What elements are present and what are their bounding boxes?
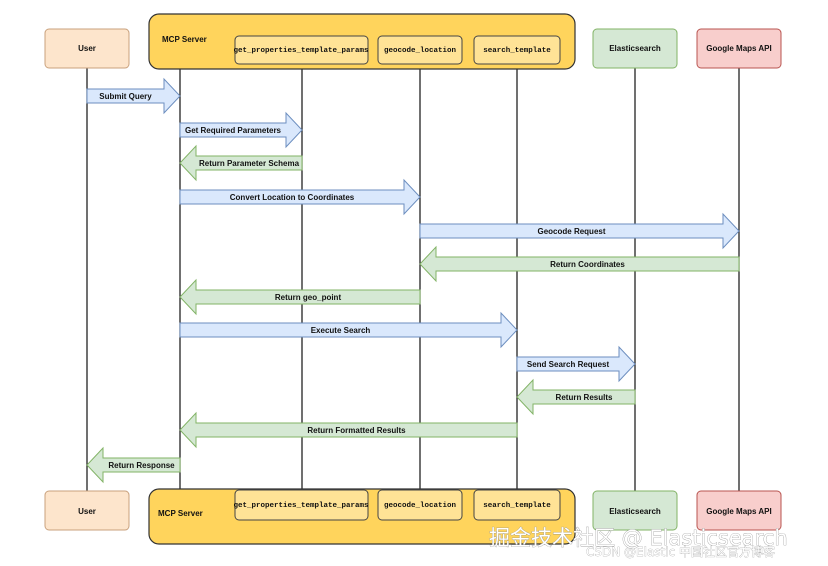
elasticsearch-box-top: [592, 28, 678, 69]
message-7: Return geo_point: [179, 278, 421, 316]
get-params-label-bottom: get_properties_template_params: [233, 502, 369, 510]
get-params-box-top: [234, 35, 369, 65]
watermark-sub: CSDN @Elastic 中国社区官方博客: [586, 544, 775, 559]
response-arrow: [86, 446, 181, 484]
geocode-box-bottom: [377, 489, 463, 521]
search-box-top: [473, 35, 561, 65]
message-label: Return Coordinates: [550, 260, 625, 269]
request-arrow: [86, 77, 181, 115]
google-maps-label-top: Google Maps API: [706, 44, 772, 53]
geocode-label-bottom: geocode_location: [384, 502, 457, 510]
participants-bottom: User MCP Server get_properties_template_…: [44, 488, 782, 545]
participants-top: User MCP Server get_properties_template_…: [44, 13, 782, 70]
google-maps-box-bottom: [696, 490, 782, 531]
message-10: Return Results: [516, 378, 636, 416]
mcp-server-label-bottom: MCP Server: [158, 509, 203, 518]
google-maps-label-bottom: Google Maps API: [706, 507, 772, 516]
lifelines: [86, 68, 740, 491]
message-label: Submit Query: [99, 92, 152, 101]
elasticsearch-label-bottom: Elasticsearch: [609, 507, 661, 516]
message-label: Send Search Request: [527, 360, 610, 369]
user-label-top: User: [78, 44, 96, 53]
message-12: Return Response: [86, 446, 181, 484]
request-arrow: [179, 311, 518, 349]
message-3: Return Parameter Schema: [179, 144, 303, 182]
user-label-bottom: User: [78, 507, 96, 516]
user-box-bottom: [44, 490, 130, 531]
message-2: Get Required Parameters: [179, 111, 303, 149]
message-label: Get Required Parameters: [185, 126, 282, 135]
response-arrow: [179, 278, 421, 316]
watermark: 掘金技术社区 @ Elasticsearch CSDN @Elastic 中国社…: [489, 526, 788, 560]
user-box-top: [44, 28, 130, 69]
message-label: Return Formatted Results: [307, 426, 406, 435]
watermark-main: 掘金技术社区 @ Elasticsearch: [489, 526, 788, 550]
response-arrow: [516, 378, 636, 416]
message-label: Convert Location to Coordinates: [230, 193, 355, 202]
request-arrow: [179, 178, 421, 216]
message-5: Geocode Request: [419, 212, 740, 250]
request-arrow: [179, 111, 303, 149]
message-label: Geocode Request: [537, 227, 605, 236]
search-box-bottom: [473, 489, 561, 521]
message-label: Return Parameter Schema: [199, 159, 300, 168]
search-label-top: search_template: [483, 47, 551, 55]
request-arrow: [419, 212, 740, 250]
message-11: Return Formatted Results: [179, 411, 518, 449]
request-arrow: [516, 345, 636, 383]
message-6: Return Coordinates: [419, 245, 740, 283]
response-arrow: [179, 144, 303, 182]
message-label: Return geo_point: [275, 293, 342, 302]
get-params-box-bottom: [234, 489, 369, 521]
message-9: Send Search Request: [516, 345, 636, 383]
message-label: Return Response: [108, 461, 175, 470]
message-1: Submit Query: [86, 77, 181, 115]
google-maps-box-top: [696, 28, 782, 69]
message-label: Return Results: [556, 393, 613, 402]
response-arrow: [419, 245, 740, 283]
message-label: Execute Search: [311, 326, 371, 335]
elasticsearch-label-top: Elasticsearch: [609, 44, 661, 53]
message-4: Convert Location to Coordinates: [179, 178, 421, 216]
mcp-server-label-top: MCP Server: [162, 35, 207, 44]
geocode-box-top: [377, 35, 463, 65]
response-arrow: [179, 411, 518, 449]
get-params-label-top: get_properties_template_params: [233, 47, 369, 55]
message-8: Execute Search: [179, 311, 518, 349]
elasticsearch-box-bottom: [592, 490, 678, 531]
search-label-bottom: search_template: [483, 502, 551, 510]
geocode-label-top: geocode_location: [384, 47, 457, 55]
